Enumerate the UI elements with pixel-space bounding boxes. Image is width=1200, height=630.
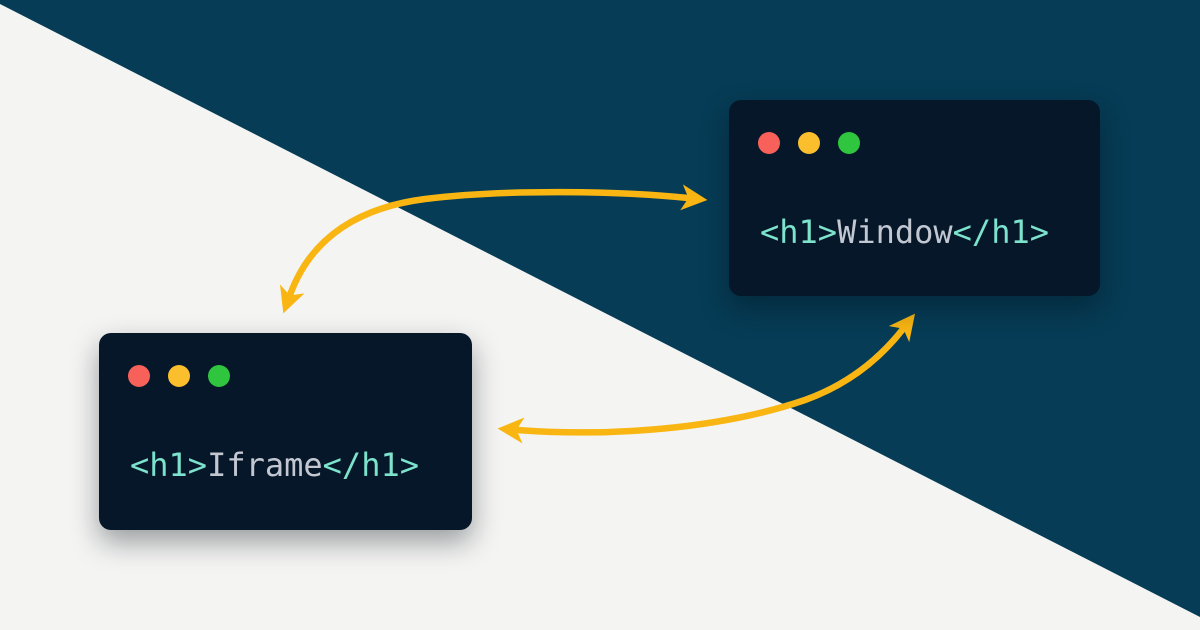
diagonal-split-background	[0, 4, 1200, 630]
curved-arrow-iframe-to-window	[280, 184, 708, 314]
h1-close-tag: </h1>	[322, 446, 419, 484]
green-dot-icon	[208, 365, 230, 387]
traffic-lights	[758, 132, 860, 154]
iframe-window-mock: <h1>Iframe</h1>	[99, 333, 472, 530]
yellow-dot-icon	[798, 132, 820, 154]
traffic-lights	[128, 365, 230, 387]
h1-open-tag: <h1>	[760, 213, 838, 251]
parent-window-mock: <h1>Window</h1>	[729, 100, 1100, 296]
yellow-dot-icon	[168, 365, 190, 387]
curved-arrow-window-to-iframe	[497, 313, 916, 444]
iframe-label: Iframe	[207, 446, 323, 484]
red-dot-icon	[758, 132, 780, 154]
window-label: Window	[837, 213, 953, 251]
iframe-window-code-text: <h1>Iframe</h1>	[130, 445, 419, 485]
h1-open-tag: <h1>	[130, 446, 208, 484]
h1-close-tag: </h1>	[952, 213, 1049, 251]
red-dot-icon	[128, 365, 150, 387]
green-dot-icon	[838, 132, 860, 154]
parent-window-code-text: <h1>Window</h1>	[760, 212, 1049, 252]
